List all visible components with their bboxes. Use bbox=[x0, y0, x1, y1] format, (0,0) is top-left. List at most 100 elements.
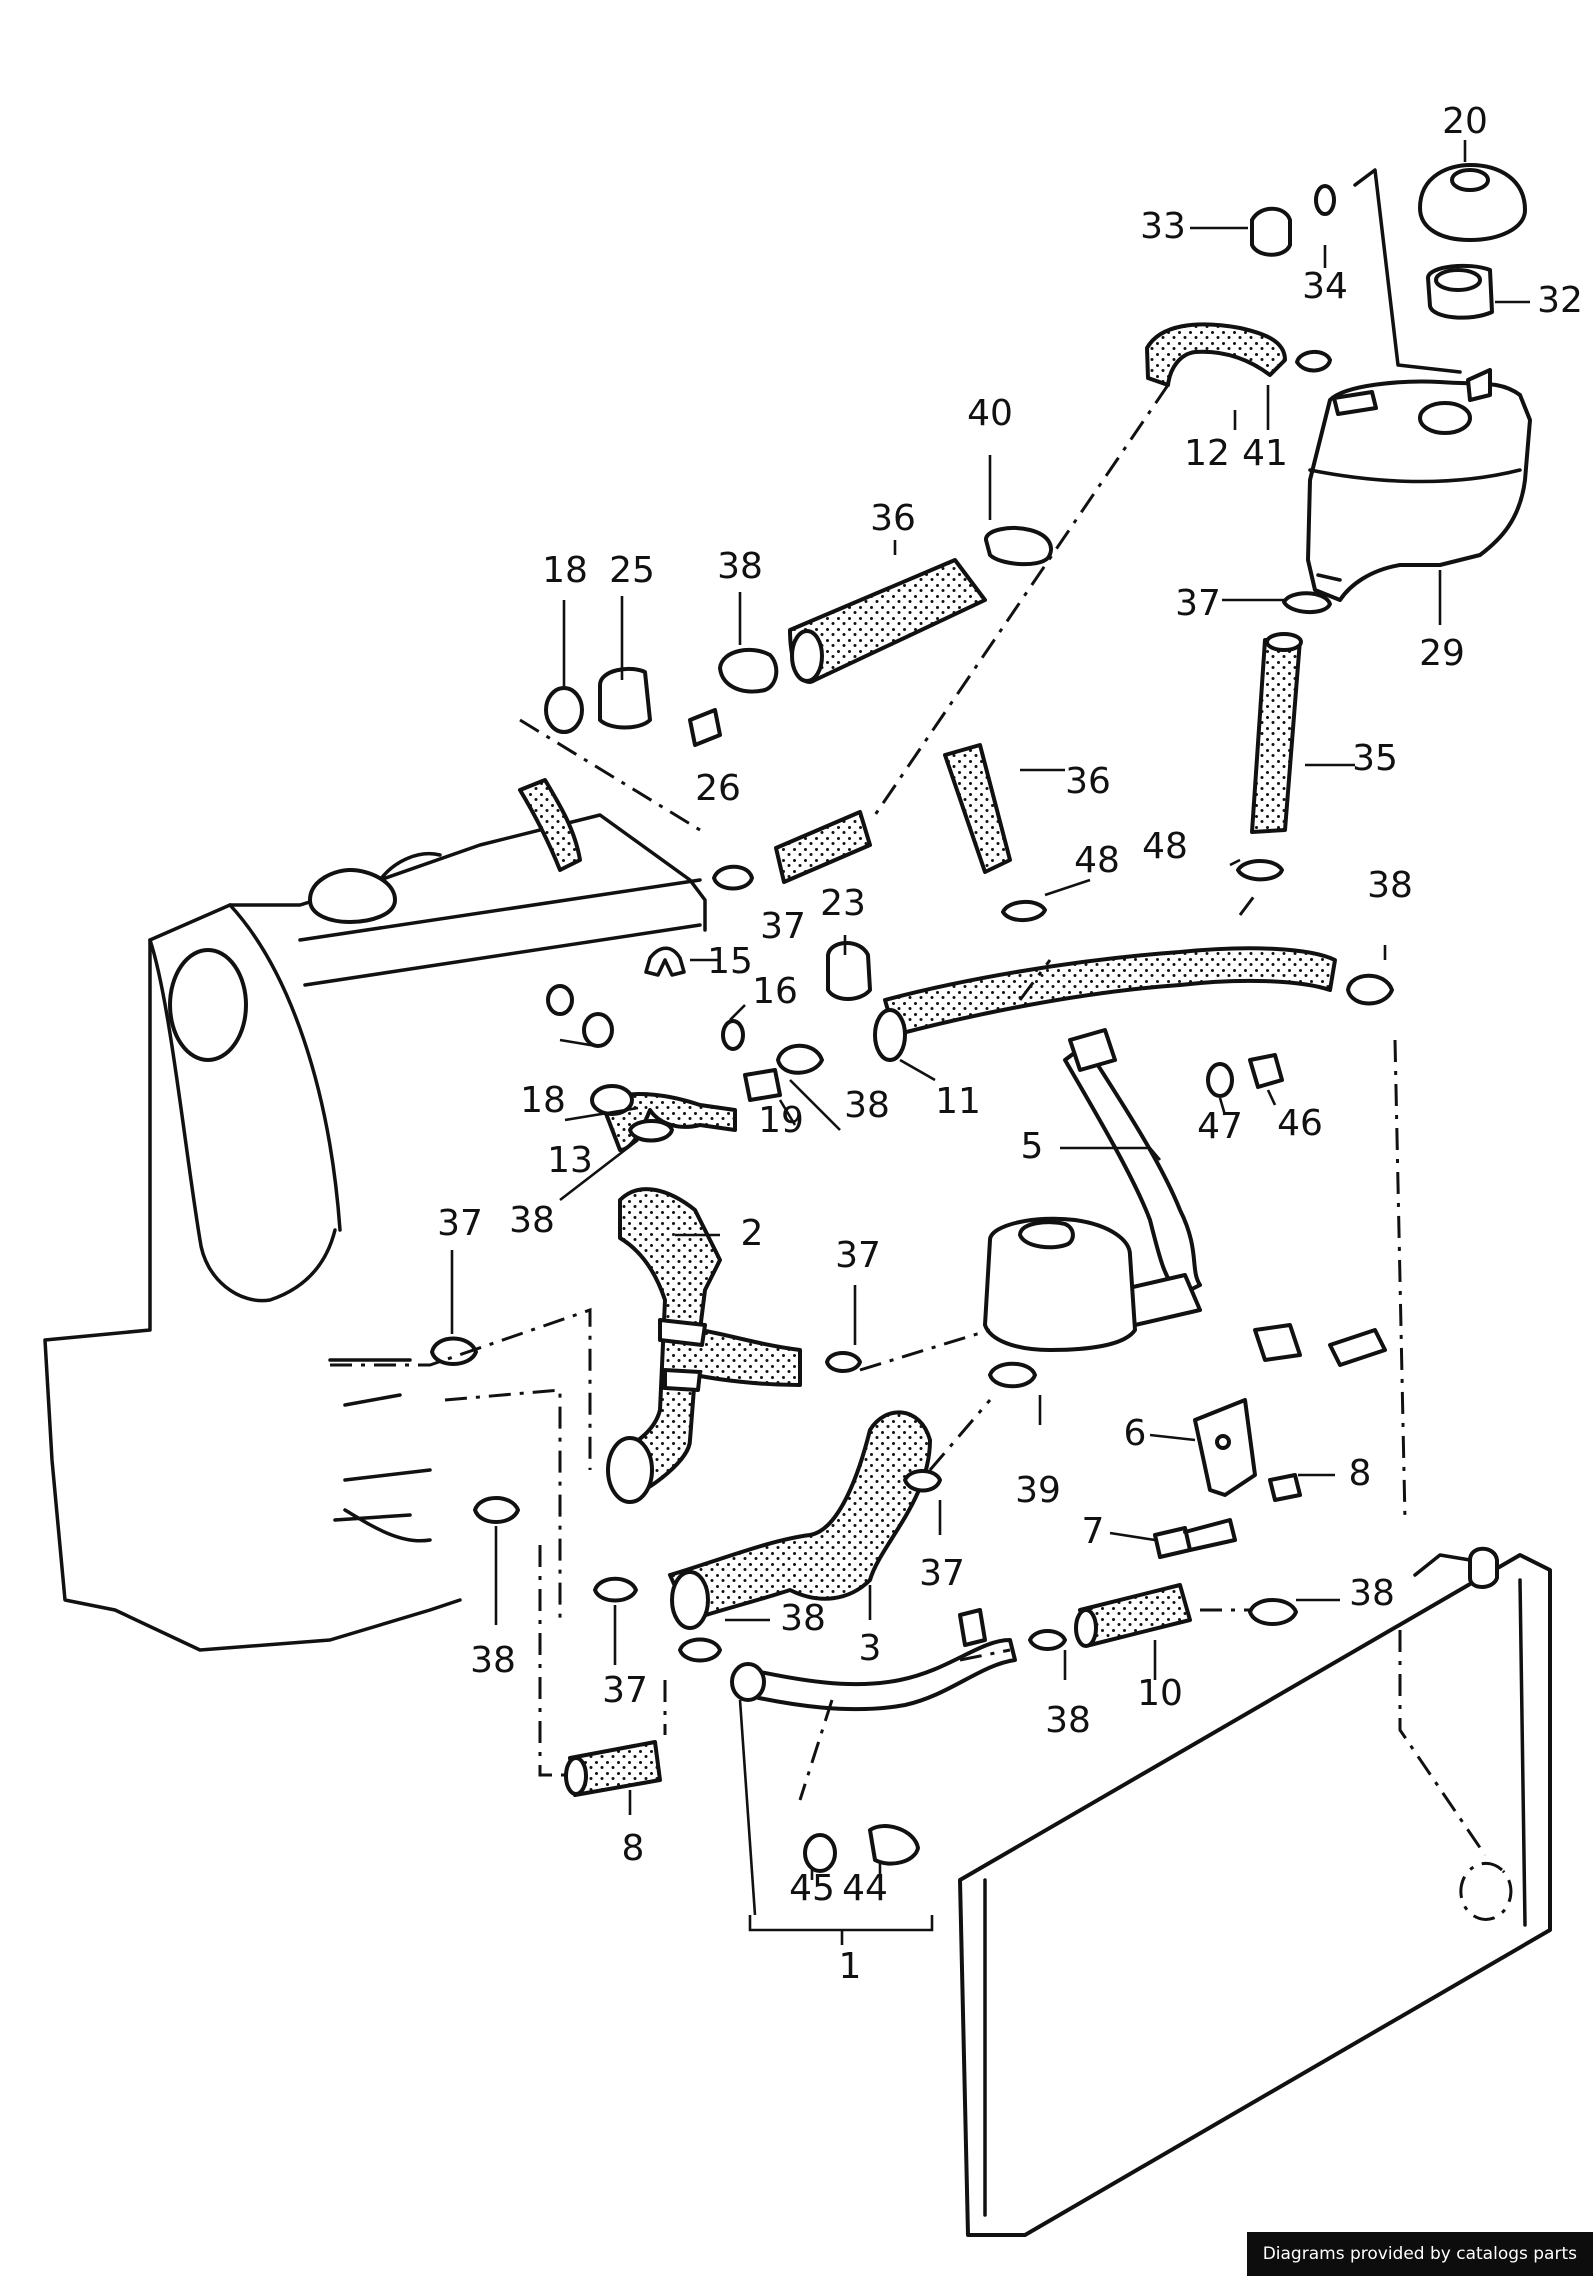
callout-11: 10 bbox=[1137, 1673, 1183, 1714]
callout-38-upper-right: 38 bbox=[1367, 865, 1413, 906]
spring-clip-16 bbox=[644, 946, 686, 977]
clamp-38-pipe bbox=[1028, 1629, 1067, 1651]
hose-2-clamp-bands bbox=[658, 1318, 707, 1392]
expansion-tank-group bbox=[1250, 163, 1532, 602]
callout-labels: 20 33 34 32 12 41 40 36 29 37 18 25 38 2… bbox=[437, 101, 1583, 1987]
drain-plug-phantom bbox=[1459, 1861, 1513, 1921]
callout-26: 20 bbox=[1442, 101, 1488, 142]
flange-22 bbox=[598, 666, 652, 730]
callout-36-lower: 37 bbox=[919, 1553, 965, 1594]
callout-18-top: 18 bbox=[542, 550, 588, 591]
sensor-20 bbox=[826, 941, 872, 1001]
bolt-top-right bbox=[1328, 1328, 1387, 1367]
callout-13: 12 bbox=[1184, 433, 1230, 474]
clamp-37-mid bbox=[628, 1119, 674, 1143]
clamp-36-lower bbox=[903, 1469, 942, 1493]
callout-37-lower: 37 bbox=[602, 1670, 648, 1711]
callout-46: 46 bbox=[1277, 1103, 1323, 1144]
callout-29: 34 bbox=[1302, 266, 1348, 307]
callout-34: 37 bbox=[760, 906, 806, 947]
washer-47 bbox=[1206, 1062, 1234, 1098]
washer-18-sleeve bbox=[582, 1012, 614, 1048]
hose-12 bbox=[883, 946, 1337, 1037]
callout-8: 8 bbox=[1349, 1453, 1372, 1494]
tank-bracket-tab bbox=[1466, 368, 1492, 402]
radiator-core bbox=[958, 1553, 1552, 2237]
pipe-1-tab bbox=[958, 1608, 987, 1647]
hose-2-end bbox=[606, 1436, 654, 1504]
callout-1: 1 bbox=[839, 1946, 862, 1987]
washer-45 bbox=[803, 1833, 837, 1873]
callout-37-left: 37 bbox=[437, 1203, 483, 1244]
hose-31-end bbox=[1265, 632, 1303, 652]
pipe-5-fitting bbox=[1068, 1028, 1117, 1072]
oil-filler-cap-icon bbox=[308, 868, 397, 924]
hose-3-end bbox=[670, 1570, 710, 1630]
o-ring-17 bbox=[721, 1019, 745, 1051]
oil-cooler-cap bbox=[1018, 1220, 1075, 1250]
callout-38-pipe: 38 bbox=[1045, 1700, 1091, 1741]
hose-12-end bbox=[873, 1008, 907, 1062]
callout-19: 19 bbox=[758, 1100, 804, 1141]
callout-48-left: 48 bbox=[1074, 840, 1120, 881]
washer-18-mid bbox=[546, 984, 574, 1016]
callout-31: 35 bbox=[1352, 738, 1398, 779]
callout-3: 3 bbox=[859, 1628, 882, 1669]
clamp-48-right bbox=[1236, 859, 1284, 882]
callout-47: 47 bbox=[1197, 1106, 1243, 1147]
bolt-7 bbox=[1153, 1518, 1237, 1559]
coolant-pipe-1 bbox=[743, 1638, 1017, 1712]
callout-41: 41 bbox=[1242, 433, 1288, 474]
hose-11-end bbox=[1074, 1608, 1098, 1648]
nut-8 bbox=[1268, 1473, 1302, 1502]
connection-lines bbox=[330, 384, 1487, 1856]
callout-36-upper: 37 bbox=[835, 1235, 881, 1276]
clamp-48-left bbox=[1001, 900, 1047, 922]
filler-cap-icon bbox=[1418, 163, 1527, 242]
callout-35: 37 bbox=[1175, 583, 1221, 624]
radiator bbox=[958, 1546, 1552, 2237]
hose-13 bbox=[1145, 322, 1287, 387]
hose-10-end bbox=[564, 1756, 588, 1796]
clamp-38-upper-right bbox=[1346, 973, 1394, 1006]
callout-10: 8 bbox=[622, 1828, 645, 1869]
hose-34 bbox=[774, 810, 872, 884]
callout-38-lower: 38 bbox=[780, 1598, 826, 1639]
callout-7: 7 bbox=[1082, 1511, 1105, 1552]
callout-32: 36 bbox=[870, 498, 916, 539]
radiator-inlet bbox=[1468, 1546, 1499, 1589]
clamp-36-upper bbox=[825, 1351, 862, 1373]
tank-neck bbox=[1418, 401, 1472, 435]
callout-27: 32 bbox=[1537, 280, 1583, 321]
clamp-38-radiator bbox=[1248, 1598, 1298, 1626]
callout-37-mid: 38 bbox=[509, 1200, 555, 1241]
pipe-1-end bbox=[730, 1662, 766, 1702]
callout-20: 23 bbox=[820, 883, 866, 924]
callout-23: 26 bbox=[695, 768, 741, 809]
clamp-38-mid bbox=[776, 1043, 824, 1075]
clamp-34 bbox=[712, 864, 754, 891]
hose-31 bbox=[1250, 638, 1302, 834]
pipe-group bbox=[730, 1028, 1302, 1712]
callout-48-right: 48 bbox=[1142, 826, 1188, 867]
callout-33: 36 bbox=[1065, 761, 1111, 802]
clamp-40 bbox=[984, 526, 1053, 567]
clamp-37-top bbox=[718, 647, 779, 694]
bolt-23 bbox=[688, 708, 722, 747]
diagram-credit-badge: Diagrams provided by catalogs parts bbox=[1246, 2232, 1593, 2276]
clamp-37-left bbox=[430, 1336, 478, 1366]
fasteners bbox=[430, 350, 1394, 1873]
clamp-38-left bbox=[473, 1496, 520, 1524]
callout-40: 40 bbox=[967, 393, 1013, 434]
clamp-35 bbox=[1282, 591, 1332, 614]
filler-cap-knob bbox=[1450, 168, 1490, 192]
callout-16: 15 bbox=[707, 941, 753, 982]
callout-45: 45 bbox=[789, 1868, 835, 1909]
hose-33 bbox=[943, 743, 1012, 874]
pipe-5-bracket bbox=[1253, 1323, 1302, 1362]
callout-6: 6 bbox=[1124, 1413, 1147, 1454]
callout-25: 29 bbox=[1419, 633, 1465, 674]
union-nut-28 bbox=[1250, 206, 1292, 257]
callout-5: 5 bbox=[1021, 1126, 1044, 1167]
